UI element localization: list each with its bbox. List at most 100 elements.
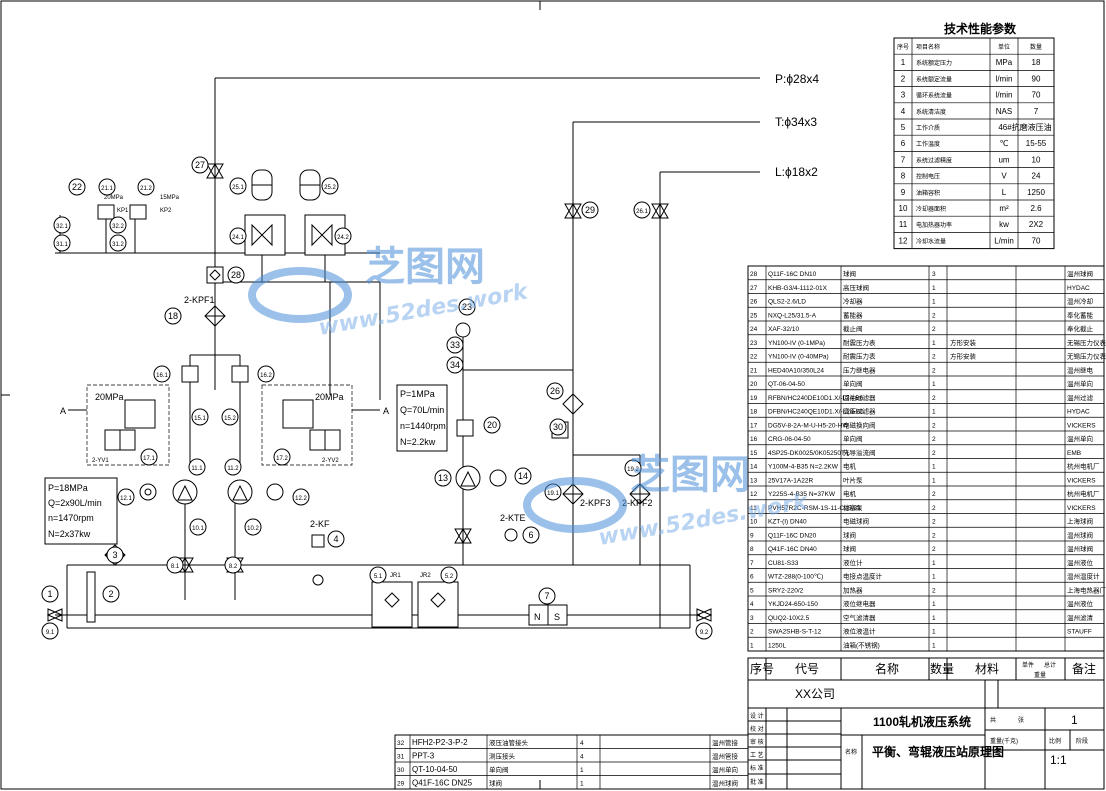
bom-cell: QT-06-04-50 [768,381,805,388]
bom-cell: 温州球阀 [1067,544,1093,553]
callout-label: 33 [450,340,460,350]
callout-label: 7 [544,591,549,601]
callout-label: 25.1 [232,185,244,191]
bom-cell: 温州管接 [712,752,739,761]
bom-cell: 22 [750,354,758,361]
bom-header-unit: 单件 [1022,661,1034,669]
section-mark-right: A [383,406,389,416]
callout-label: 17.2 [276,456,288,462]
callout-20: 20 [483,416,501,434]
kp2-label: KP2 [160,208,172,214]
tech-cell: 3 [901,91,906,100]
tech-cell: V [1001,172,1007,181]
callout-label: 16.1 [156,373,168,379]
pipe-network [55,77,760,629]
bom-cell: Y100M-4-B35 N=2.2KW [768,464,839,471]
callout-21.2: 21.2 [137,178,155,196]
kte-label: 2-KTE [500,513,526,523]
bom-cell: EMB [1067,450,1081,457]
svg-text:P=1MPa: P=1MPa [400,389,435,399]
callout-5.1: 5.1 [369,566,387,584]
callout-32.1: 32.1 [53,216,71,234]
tech-cell: 6 [901,139,906,148]
level-gauge [86,571,96,623]
tech-header-cell: 项目名称 [916,43,940,51]
bom-cell: DG5V-8-2A-M-U-H5-20-HW [768,422,849,429]
tech-cell: L [1002,188,1007,197]
tech-cell: 9 [901,188,906,197]
svg-text:P=18MPa: P=18MPa [48,483,88,493]
callout-label: 22 [72,182,82,192]
accumulator-left [244,169,286,256]
bom-cell: 方形安装 [950,352,977,361]
callout-label: 12.1 [120,496,132,502]
tech-cell: 10 [1032,155,1041,164]
bom-cell: 杭州电机厂 [1067,489,1100,498]
kf-label: 2-KF [310,519,330,529]
tech-cell: 1 [901,58,906,67]
bom-cell: 1 [932,615,936,622]
callout-label: 16.2 [260,373,272,379]
bom-cell: 温州单向 [1067,434,1093,443]
bom-header-code: 代号 [795,662,819,676]
pump-left-params: P=18MPa Q=2x90L/min n=1470rpm N=2x37kw [44,477,118,545]
bom-cell: 6 [750,574,754,581]
bom-cell: 电磁换向阀 [843,420,876,429]
bom-header-no: 序号 [750,661,774,676]
bom-cell: 9 [750,532,754,539]
bom-cell: 1 [932,601,936,608]
callout-label: 30 [553,422,563,432]
bom-cell: WTZ-288(0-100℃) [768,573,823,581]
bom-cell: 奉化蓄能 [1067,310,1094,319]
bom-cell: 12 [750,491,758,498]
kp1-label: KP1 [117,208,129,214]
callout-16.1: 16.1 [153,365,171,383]
bom-cell: 2 [932,354,936,361]
svg-text:芝图网: 芝图网 [365,244,485,290]
bom-cell: 温州球阀 [1067,269,1093,278]
tech-cell: 10 [899,204,908,213]
jr1-label: JR1 [390,573,401,579]
bom-cell: 25V17A-1A22R [768,477,813,484]
bom-cell: CRG-06-04-50 [768,436,811,443]
bom-cell: Q11F-16C DN10 [768,271,817,278]
bom-cell: 3 [750,615,754,622]
bom-cell: 15 [750,450,758,457]
svg-text:工 艺: 工 艺 [750,751,764,759]
tech-table-title: 技术性能参数 [944,21,1017,36]
bom-cell: 1 [932,560,936,567]
svg-text:芝图网: 芝图网 [630,452,750,498]
tech-cell: 46#抗磨液压油 [998,122,1051,132]
bom-cell: 19 [750,395,758,402]
bom-cell: HFH2-P2-3-P-2 [412,738,468,747]
pressure-gauges [97,204,518,586]
bom-header-weight: 重量 [1034,671,1046,679]
bom-cell: 1 [932,574,936,581]
callout-label: 3 [112,550,117,560]
callout-32.2: 32.2 [109,216,127,234]
callout-label: 19.2 [627,467,639,473]
callout-19.2: 19.2 [624,459,642,477]
bom-cell: SRY2-220/2 [768,587,804,594]
bom-cell: DFBN/HC240QE10D1.X/-L24-B6 [768,409,864,416]
bom-cell: 耐震压力表 [843,338,876,347]
tech-header-cell: 数量 [1030,43,1042,51]
circulation-pump [455,465,507,491]
bom-cell: 2 [932,546,936,553]
callout-30: 30 [549,418,567,436]
bom-cell: 2 [932,367,936,374]
svg-text:阶段: 阶段 [1076,737,1088,745]
tech-cell: 70 [1032,236,1041,245]
bom-cell: HYDAC [1067,285,1090,292]
bom-cell: 电机 [843,462,857,471]
callout-label: 11.2 [227,466,239,472]
